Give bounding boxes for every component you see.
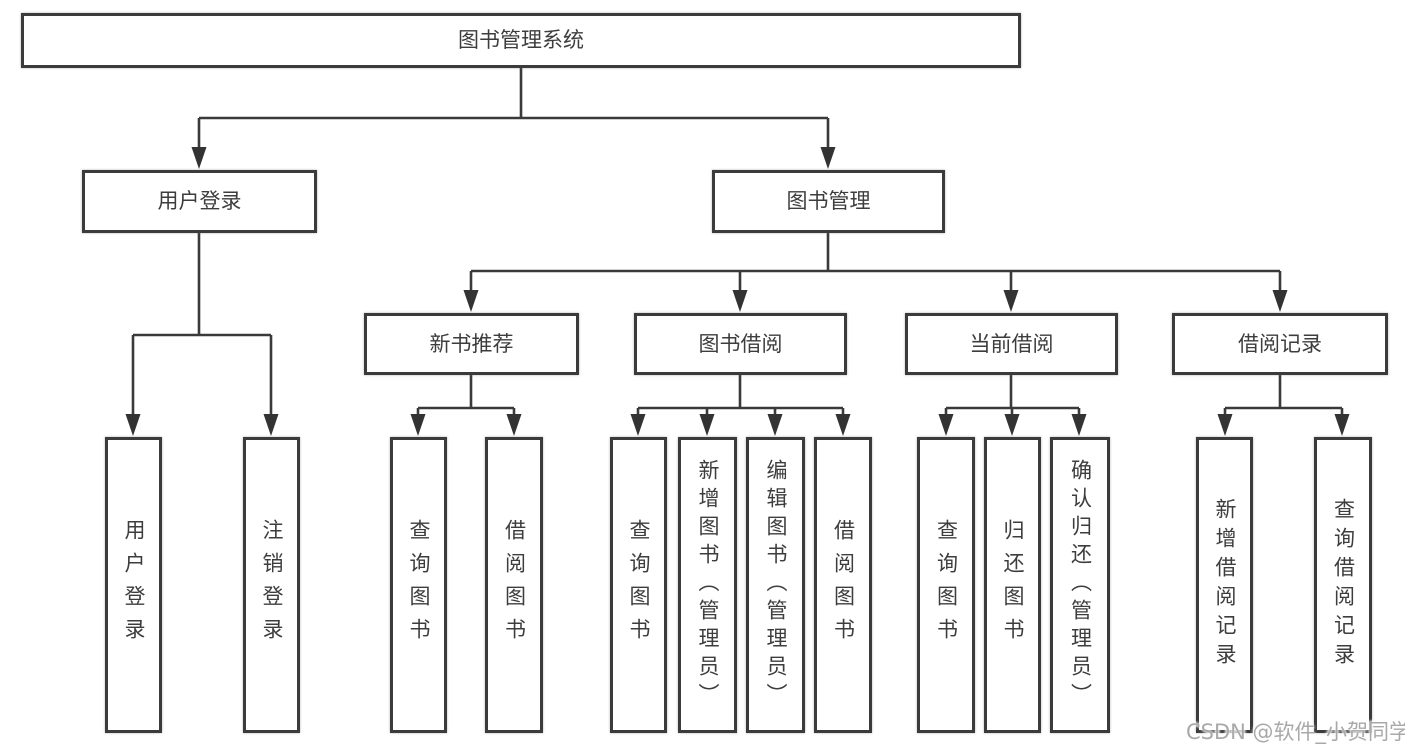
leaf-query-borrow-record: 查询借阅记录 bbox=[1314, 437, 1372, 733]
arrowhead-leaf-query-1 bbox=[410, 414, 426, 436]
node-current-borrow-label: 当前借阅 bbox=[969, 331, 1054, 356]
node-root-label: 图书管理系统 bbox=[458, 28, 584, 52]
arrowhead-book-borrow bbox=[732, 290, 748, 312]
arrowhead-user-login bbox=[191, 147, 207, 169]
leaf-query-books-current: 查询图书 bbox=[917, 437, 975, 733]
leaf-add-borrow-record-label: 新增借阅记录 bbox=[1213, 498, 1237, 672]
arrowhead-leaf-return bbox=[1004, 414, 1020, 436]
leaf-add-book-admin: 新增图书（管理员） bbox=[678, 437, 737, 733]
leaf-query-books-borrow: 查询图书 bbox=[610, 437, 667, 733]
leaf-add-book-admin-label: 新增图书（管理员） bbox=[696, 459, 720, 711]
leaf-user-login-label: 用户登录 bbox=[122, 519, 146, 651]
connector-borrow-records-children bbox=[1223, 375, 1344, 417]
leaf-query-books-current-label: 查询图书 bbox=[934, 519, 959, 651]
leaf-logout-label: 注销登录 bbox=[260, 519, 284, 651]
leaf-edit-book-admin: 编辑图书（管理员） bbox=[746, 437, 805, 733]
connector-book-borrow-children bbox=[636, 375, 845, 417]
leaf-query-books-borrow-label: 查询图书 bbox=[627, 519, 651, 651]
arrowhead-leaf-borrow-2 bbox=[835, 414, 851, 436]
arrowhead-leaf-borrow-1 bbox=[506, 414, 522, 436]
leaf-add-borrow-record: 新增借阅记录 bbox=[1196, 437, 1253, 733]
arrowhead-borrow-records bbox=[1272, 290, 1288, 312]
connector-current-borrow-children bbox=[944, 375, 1081, 417]
arrowhead-book-management bbox=[820, 147, 836, 169]
node-new-book-recommend: 新书推荐 bbox=[364, 313, 579, 375]
leaf-logout: 注销登录 bbox=[243, 437, 300, 733]
leaf-query-books-recommend-label: 查询图书 bbox=[407, 519, 431, 651]
arrowhead-new-book bbox=[463, 290, 479, 312]
arrowhead-leaf-edit-book bbox=[767, 414, 783, 436]
arrowhead-leaf-logout bbox=[263, 414, 279, 436]
connector-user-login-children bbox=[131, 233, 273, 417]
leaf-user-login: 用户登录 bbox=[105, 437, 162, 733]
leaf-borrow-books-recommend: 借阅图书 bbox=[485, 437, 543, 733]
node-user-login: 用户登录 bbox=[82, 170, 317, 233]
node-book-management: 图书管理 bbox=[712, 170, 945, 233]
node-book-borrow-label: 图书借阅 bbox=[698, 331, 783, 356]
leaf-query-books-recommend: 查询图书 bbox=[390, 437, 447, 733]
node-user-login-label: 用户登录 bbox=[157, 189, 242, 213]
csdn-watermark: CSDN @软件_小贺同学 bbox=[1186, 720, 1405, 744]
connector-root-to-level2 bbox=[197, 68, 830, 150]
arrowhead-leaf-confirm-return bbox=[1071, 414, 1087, 436]
leaf-confirm-return-admin: 确认归还（管理员） bbox=[1050, 437, 1110, 733]
leaf-edit-book-admin-label: 编辑图书（管理员） bbox=[764, 459, 788, 711]
leaf-confirm-return-admin-label: 确认归还（管理员） bbox=[1068, 459, 1093, 711]
node-new-book-recommend-label: 新书推荐 bbox=[429, 331, 514, 356]
node-book-borrow: 图书借阅 bbox=[634, 313, 847, 375]
leaf-query-borrow-record-label: 查询借阅记录 bbox=[1331, 498, 1356, 672]
leaf-borrow-books-label: 借阅图书 bbox=[831, 519, 856, 651]
connector-new-book-children bbox=[416, 375, 516, 417]
connector-book-management-children bbox=[469, 233, 1282, 294]
leaf-return-books: 归还图书 bbox=[984, 437, 1041, 733]
leaf-return-books-label: 归还图书 bbox=[1001, 519, 1025, 651]
arrowhead-leaf-query-3 bbox=[938, 414, 954, 436]
arrowhead-leaf-add-book bbox=[699, 414, 715, 436]
arrowhead-leaf-add-record bbox=[1217, 414, 1233, 436]
node-borrow-records: 借阅记录 bbox=[1172, 313, 1388, 375]
arrowhead-current-borrow bbox=[1003, 290, 1019, 312]
leaf-borrow-books: 借阅图书 bbox=[814, 437, 872, 733]
node-current-borrow: 当前借阅 bbox=[905, 313, 1118, 375]
arrowhead-leaf-query-record bbox=[1334, 414, 1350, 436]
leaf-borrow-books-recommend-label: 借阅图书 bbox=[502, 519, 527, 651]
node-borrow-records-label: 借阅记录 bbox=[1238, 331, 1322, 356]
arrowhead-leaf-query-2 bbox=[630, 414, 646, 436]
node-book-management-label: 图书管理 bbox=[786, 189, 871, 213]
node-root: 图书管理系统 bbox=[21, 13, 1021, 68]
arrowhead-leaf-login bbox=[125, 414, 141, 436]
